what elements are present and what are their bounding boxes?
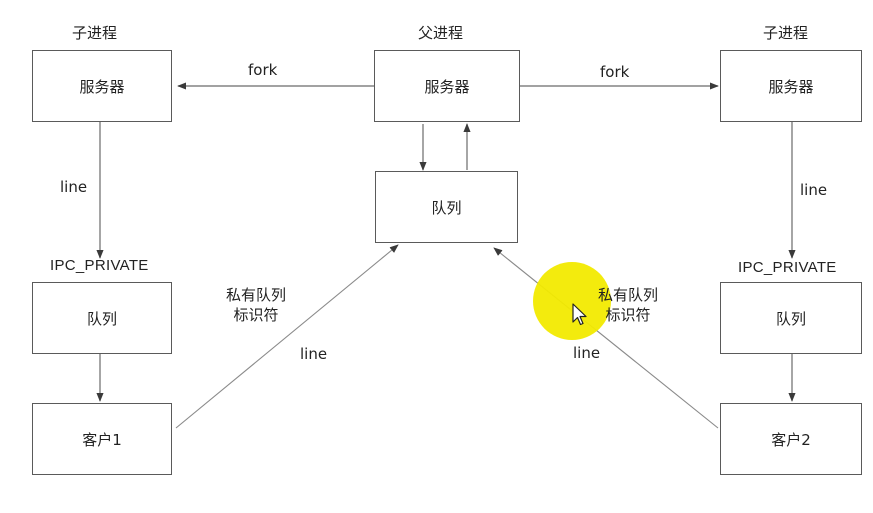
client2-to-queue-arrow — [493, 247, 719, 429]
header-parent: 父进程 — [418, 24, 464, 42]
queue-box-left: 队列 — [32, 282, 172, 354]
line-label-right-diagonal: line — [573, 344, 601, 362]
client1-to-queue-arrow — [175, 244, 399, 429]
client-box-left: 客户1 — [32, 403, 172, 475]
private-queue-id-label-left: 私有队列标识符 — [225, 286, 286, 324]
line-label-right-vertical: line — [800, 181, 828, 199]
queue-box-center: 队列 — [375, 171, 518, 243]
ipc-private-label-left: IPC_PRIVATE — [50, 257, 149, 274]
private-queue-id-label-right: 私有队列标识符 — [597, 286, 658, 324]
ipc-private-label-right: IPC_PRIVATE — [738, 259, 837, 276]
line-label-left-diagonal: line — [300, 345, 328, 363]
line-label-left-vertical: line — [60, 178, 88, 196]
fork-label-left: fork — [248, 61, 278, 79]
highlight-circle — [533, 262, 611, 340]
header-child-left: 子进程 — [72, 24, 118, 42]
client-box-right: 客户2 — [720, 403, 862, 475]
server-box-center: 服务器 — [374, 50, 520, 122]
header-child-right: 子进程 — [763, 24, 809, 42]
queue-box-right: 队列 — [720, 282, 862, 354]
server-box-right: 服务器 — [720, 50, 862, 122]
fork-label-right: fork — [600, 63, 630, 81]
server-box-left: 服务器 — [32, 50, 172, 122]
mouse-pointer-icon — [572, 303, 587, 326]
